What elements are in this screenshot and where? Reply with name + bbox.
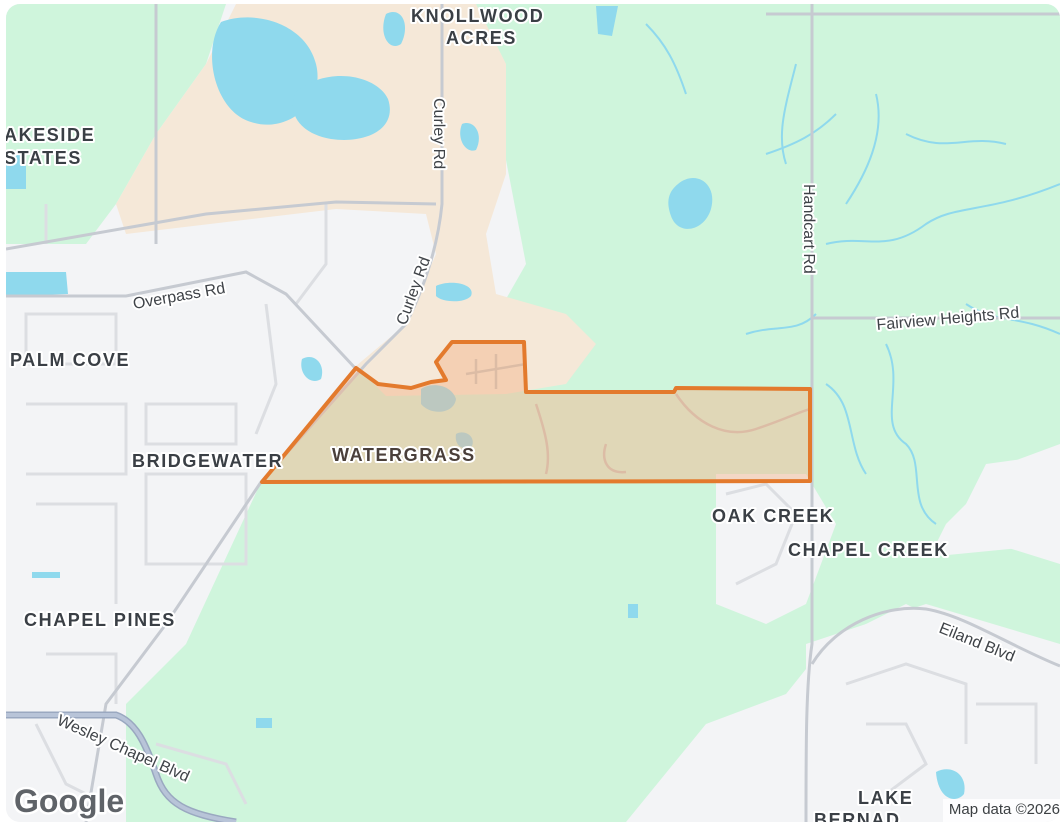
place-label-palm-cove: PALM COVE [10,350,130,370]
place-label-chapel-creek: CHAPEL CREEK [788,540,949,560]
eiland-blvd-line [810,606,1060,668]
place-label-knollwood: KNOLLWOOD [411,6,544,26]
place-label-bridgewater: BRIDGEWATER [132,451,283,471]
place-label-lake: LAKE [858,788,913,808]
local-streets-west [24,204,328,806]
place-label-chapel-pines: CHAPEL PINES [24,610,176,630]
urban-oak-creek [716,474,836,624]
watergrass-boundary[interactable] [260,340,812,484]
major-roads [6,4,1060,822]
road-label-handcart: Handcart Rd [800,184,817,274]
road-label-curley-north: Curley Rd [430,98,447,169]
place-label-bernadette: BERNAD [814,810,901,822]
map-frame[interactable]: KNOLLWOOD ACRES AKESIDE STATES PALM COVE… [6,4,1060,822]
streams [645,23,1060,525]
urban-lake-bernadette [806,604,1060,822]
map-canvas[interactable]: KNOLLWOOD ACRES AKESIDE STATES PALM COVE… [6,4,1060,822]
local-streets-east [725,482,1038,796]
wesley-chapel-blvd-line [6,711,237,822]
overpass-rd-line [6,270,358,371]
road-north-west [6,200,437,251]
place-label-estates: STATES [6,148,82,168]
urban-patch-east [966,454,1060,564]
place-label-acres: ACRES [446,28,517,48]
internal-roads [465,354,812,475]
water-bodies [6,6,965,799]
map-attribution[interactable]: Map data ©2026 [942,799,1060,822]
google-logo[interactable]: Google [12,781,127,822]
handcart-rd-line [804,4,814,822]
park-area-main [126,4,1060,822]
park-area-west [6,4,226,244]
place-label-oak-creek: OAK CREEK [712,506,834,526]
place-label-lakeside: AKESIDE [6,125,95,145]
place-label-watergrass: WATERGRASS [332,445,476,465]
